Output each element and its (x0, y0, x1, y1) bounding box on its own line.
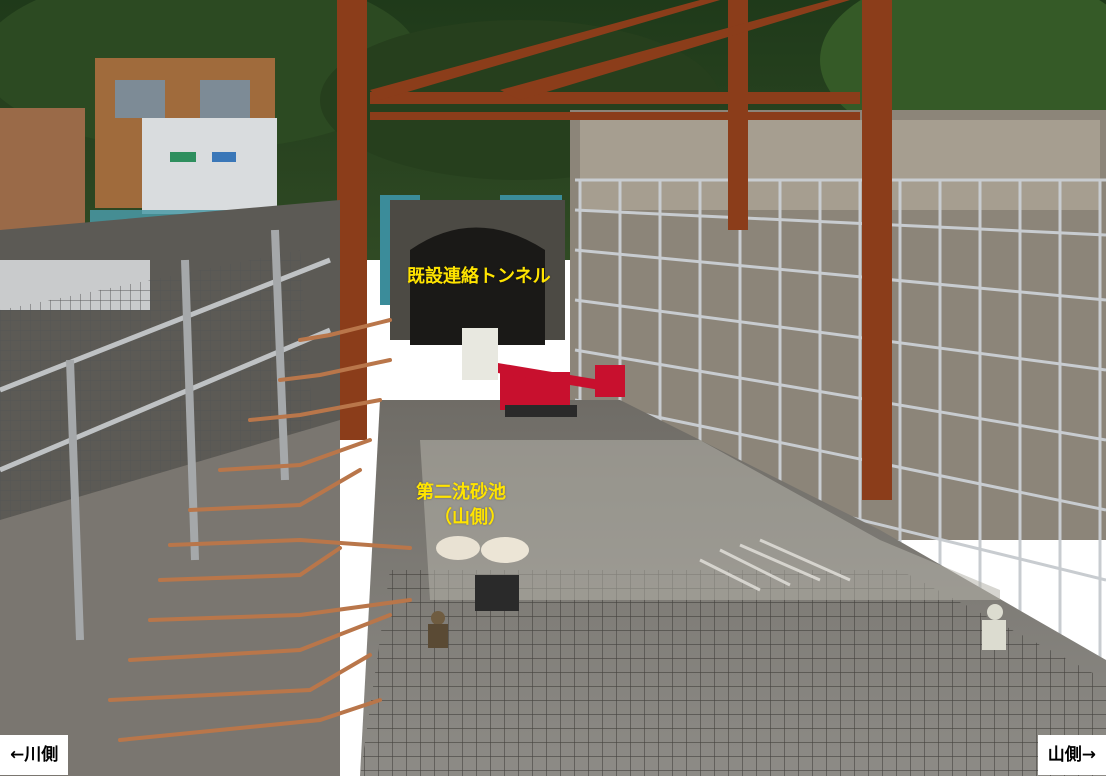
steel-frame (337, 0, 892, 500)
worker (428, 604, 1006, 650)
river-side-label: ←川側 (0, 735, 69, 775)
scaffolding (574, 178, 1106, 660)
basin-side-label: （山側） (434, 507, 506, 528)
red-crawler-crane (480, 360, 625, 417)
container-unit (142, 118, 277, 214)
basin-label: 第二沈砂池 (416, 482, 506, 503)
tunnel-label: 既設連絡トンネル (407, 266, 551, 287)
rebar-bars (108, 318, 412, 742)
mountain-side-label: 山側→ (1037, 735, 1106, 775)
